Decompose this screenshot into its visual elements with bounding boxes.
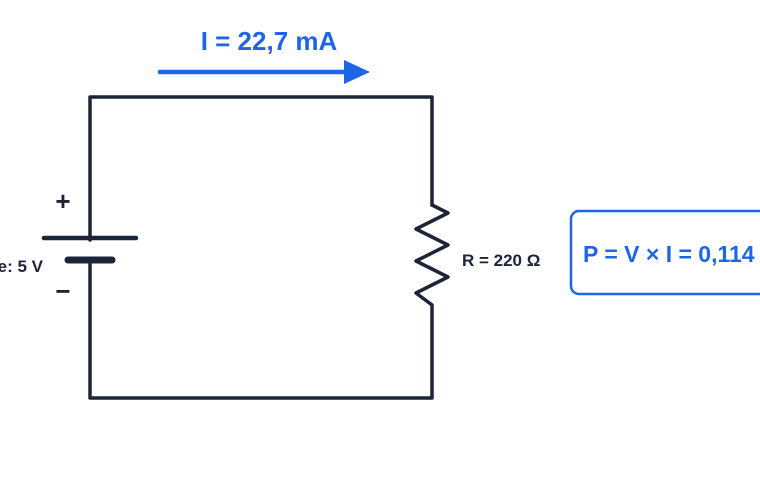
power-formula: P = V × I = 0,114 W: [583, 241, 760, 267]
battery-positive-sign: +: [55, 186, 70, 216]
resistor-label: R = 220 Ω: [462, 251, 540, 270]
voltage-label: Voltage: 5 V: [0, 257, 44, 276]
power-formula-box: P = V × I = 0,114 W: [569, 209, 760, 296]
current-label: I = 22,7 mA: [201, 26, 338, 56]
resistor-symbol: [414, 203, 450, 307]
battery-negative-sign: −: [55, 276, 70, 306]
battery-symbol: [41, 235, 139, 264]
current-direction-arrow: [157, 60, 370, 84]
circuit-wires: [88, 95, 434, 400]
